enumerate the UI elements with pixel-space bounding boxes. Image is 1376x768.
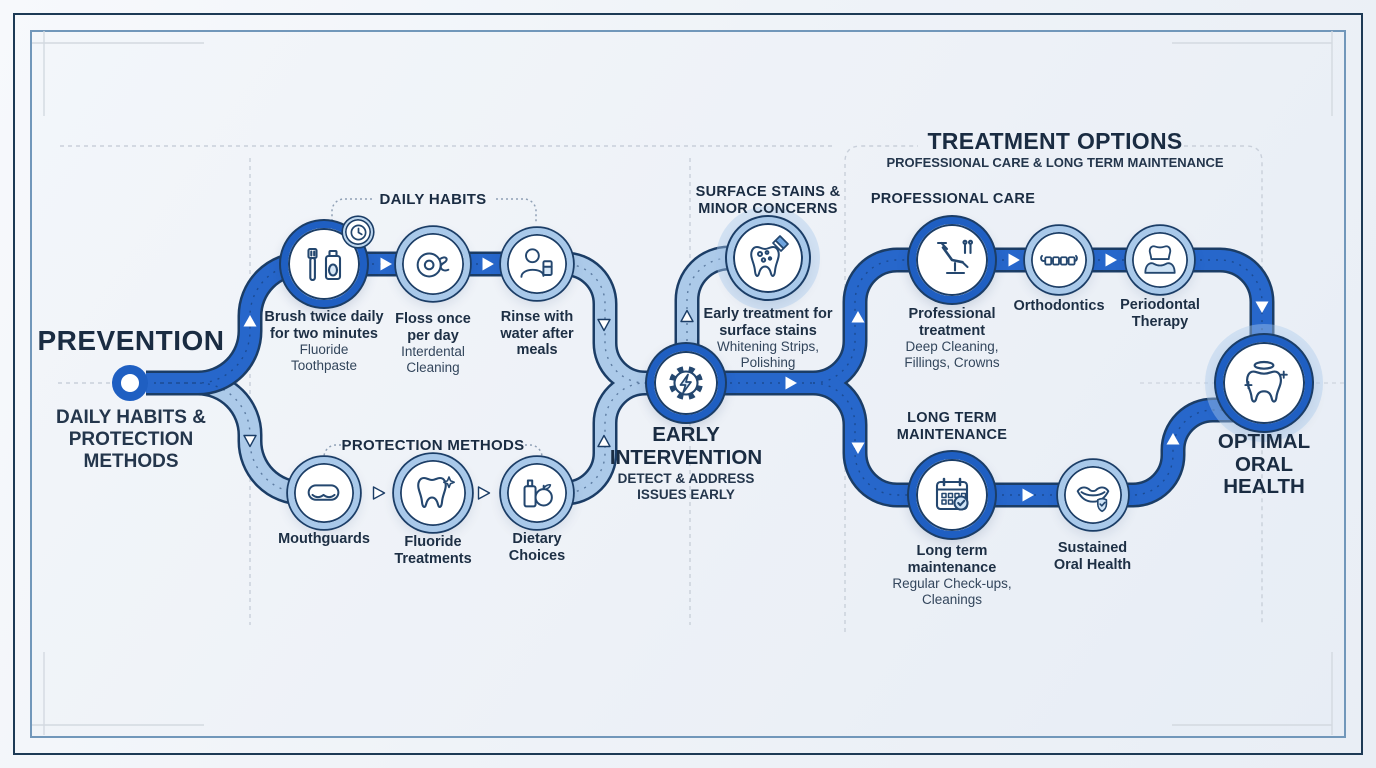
prevention-subtitle: DAILY HABITS & PROTECTION METHODS xyxy=(56,407,206,472)
prevention-start-node xyxy=(112,365,148,401)
sustained-label: Sustained Oral Health xyxy=(1053,540,1132,573)
diet-bottle-apple-icon xyxy=(523,479,553,508)
braces-icon xyxy=(1040,254,1078,266)
brush-label: Brush twice daily for two minutes Fluori… xyxy=(264,309,384,373)
rinse-label: Rinse with water after meals xyxy=(500,309,574,359)
treatment-options-subtitle: PROFESSIONAL CARE & LONG TERM MAINTENANC… xyxy=(886,155,1224,170)
early-intervention-node xyxy=(647,344,725,422)
clock-badge xyxy=(343,217,373,247)
rinse-node xyxy=(501,228,573,300)
periodontal-tooth-icon xyxy=(1144,245,1176,274)
long-term-maintenance-node xyxy=(909,452,995,538)
mouthguards-label: Mouthguards xyxy=(278,531,370,547)
surface-stains-node xyxy=(727,217,809,299)
optimal-title: OPTIMAL ORAL HEALTH xyxy=(1217,430,1311,499)
fluoride-node xyxy=(394,454,472,532)
floss-label: Floss once per day Interdental Cleaning xyxy=(395,311,471,375)
sustained-node xyxy=(1058,460,1128,530)
toothbrush-toothpaste-icon xyxy=(307,247,342,282)
clock-icon xyxy=(350,224,366,240)
periodontal-node xyxy=(1126,226,1194,294)
floss-icon xyxy=(416,252,450,278)
professional-care-header: PROFESSIONAL CARE xyxy=(870,191,1036,207)
rinse-glass-icon xyxy=(520,248,553,278)
orthodontics-label: Orthodontics xyxy=(1013,298,1105,314)
mouthguard-node xyxy=(288,457,360,529)
floss-node xyxy=(396,227,470,301)
dietary-choices-label: Dietary Choices xyxy=(508,531,566,564)
gear-bolt-icon xyxy=(669,366,703,400)
dietary-node xyxy=(501,457,573,529)
calendar-check-icon xyxy=(935,477,969,511)
smile-shield-icon xyxy=(1076,486,1110,513)
treatment-options-title: TREATMENT OPTIONS xyxy=(927,128,1183,154)
daily-habits-header: DAILY HABITS xyxy=(379,191,487,208)
flow-arrows-outlined xyxy=(243,309,694,500)
periodontal-label: Periodontal Therapy xyxy=(1120,297,1200,330)
early-intervention-subtitle: DETECT & ADDRESS ISSUES EARLY xyxy=(617,471,755,502)
orthodontics-node xyxy=(1025,226,1093,294)
mouthguard-icon xyxy=(307,484,340,501)
prevention-title: PREVENTION xyxy=(37,325,225,356)
long-term-maintenance-header: LONG TERM MAINTENANCE xyxy=(896,410,1008,443)
optimal-node xyxy=(1216,335,1312,431)
fluoride-treatments-label: Fluoride Treatments xyxy=(394,534,472,567)
early-intervention-title: EARLY INTERVENTION xyxy=(609,423,763,469)
tooth-halo-icon xyxy=(1244,360,1288,403)
tooth-stain-pen-icon xyxy=(750,235,789,277)
dental-chair-icon xyxy=(936,239,974,275)
professional-treatment-label: Professional treatment Deep Cleaning, Fi… xyxy=(904,306,1000,370)
protection-methods-header: PROTECTION METHODS xyxy=(341,437,525,454)
corner-marks xyxy=(32,31,1333,735)
tooth-sparkle-icon xyxy=(417,476,455,508)
long-term-maintenance-label: Long term maintenance Regular Check-ups,… xyxy=(892,543,1012,607)
surface-stains-label: Early treatment for surface stains White… xyxy=(703,306,833,370)
surface-stains-header: SURFACE STAINS & MINOR CONCERNS xyxy=(695,184,841,217)
professional-treatment-node xyxy=(909,217,995,303)
flow-arrows xyxy=(243,253,1269,502)
header-brackets xyxy=(323,198,543,461)
